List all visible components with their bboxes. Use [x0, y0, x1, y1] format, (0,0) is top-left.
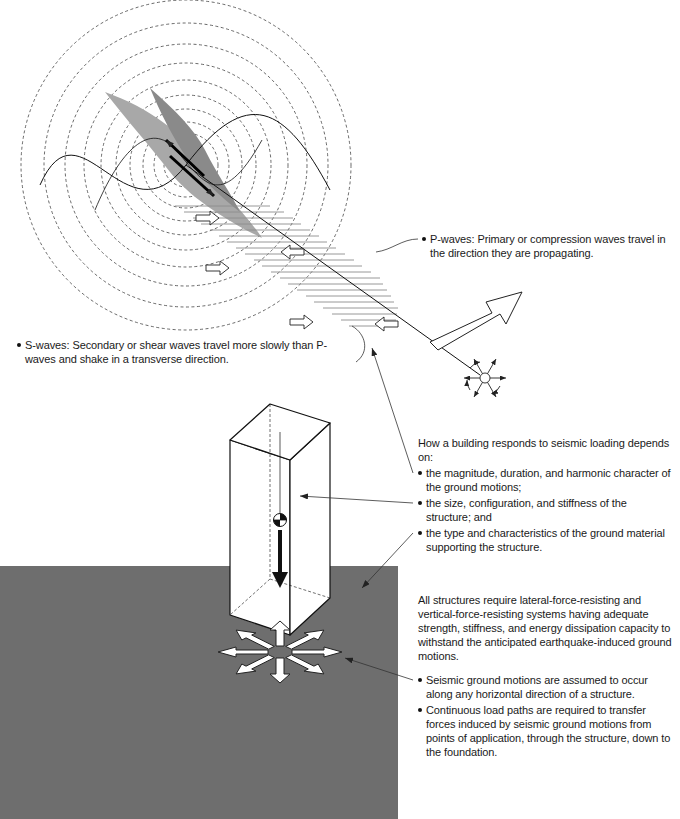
- motion-star: [464, 359, 506, 397]
- annotation-text: P-waves: Primary or compression waves tr…: [430, 232, 672, 260]
- leader-arrow: [372, 348, 413, 473]
- bullet-dot: [418, 531, 422, 535]
- slip-arrow: [170, 156, 214, 196]
- leader-line: [376, 239, 418, 252]
- ground-mass: [0, 566, 398, 819]
- leader-line: [352, 326, 365, 362]
- motion-arrow: [196, 211, 398, 331]
- annotation-text: S-waves: Secondary or shear waves travel…: [25, 338, 350, 366]
- bullet-dot: [418, 501, 422, 505]
- bullet-dot: [17, 343, 21, 347]
- annotation-text: Seismic ground motions are assumed to oc…: [426, 673, 672, 701]
- wave-trace: [95, 138, 262, 210]
- bullet-dot: [418, 678, 422, 682]
- bullet-dot: [422, 237, 426, 241]
- bullet-dot: [418, 471, 422, 475]
- annotation-text: All structures require lateral-force-res…: [418, 593, 672, 663]
- annotation-text: the magnitude, duration, and harmonic ch…: [426, 466, 672, 494]
- wave-trace: [40, 114, 330, 190]
- center-of-mass: [274, 514, 287, 527]
- bullet-dot: [418, 708, 422, 712]
- gravity-arrow: [272, 530, 288, 588]
- zigzag-arrow: [430, 292, 522, 350]
- annotation-text: the type and characteristics of the grou…: [426, 526, 672, 554]
- leader-arrow: [362, 533, 413, 588]
- annotation-text: the size, configuration, and stiffness o…: [426, 496, 672, 524]
- leader-arrow: [345, 658, 413, 680]
- hatch-band: [175, 206, 398, 326]
- ground-motion-arrows: [218, 621, 342, 683]
- building-prism: [230, 404, 330, 635]
- fault-plane: [105, 92, 262, 238]
- leader-arrow: [300, 496, 413, 503]
- centroid-line: [280, 432, 281, 513]
- annotation-text: Continuous load paths are required to tr…: [426, 703, 672, 759]
- annotation-text: How a building responds to seismic loadi…: [418, 436, 672, 464]
